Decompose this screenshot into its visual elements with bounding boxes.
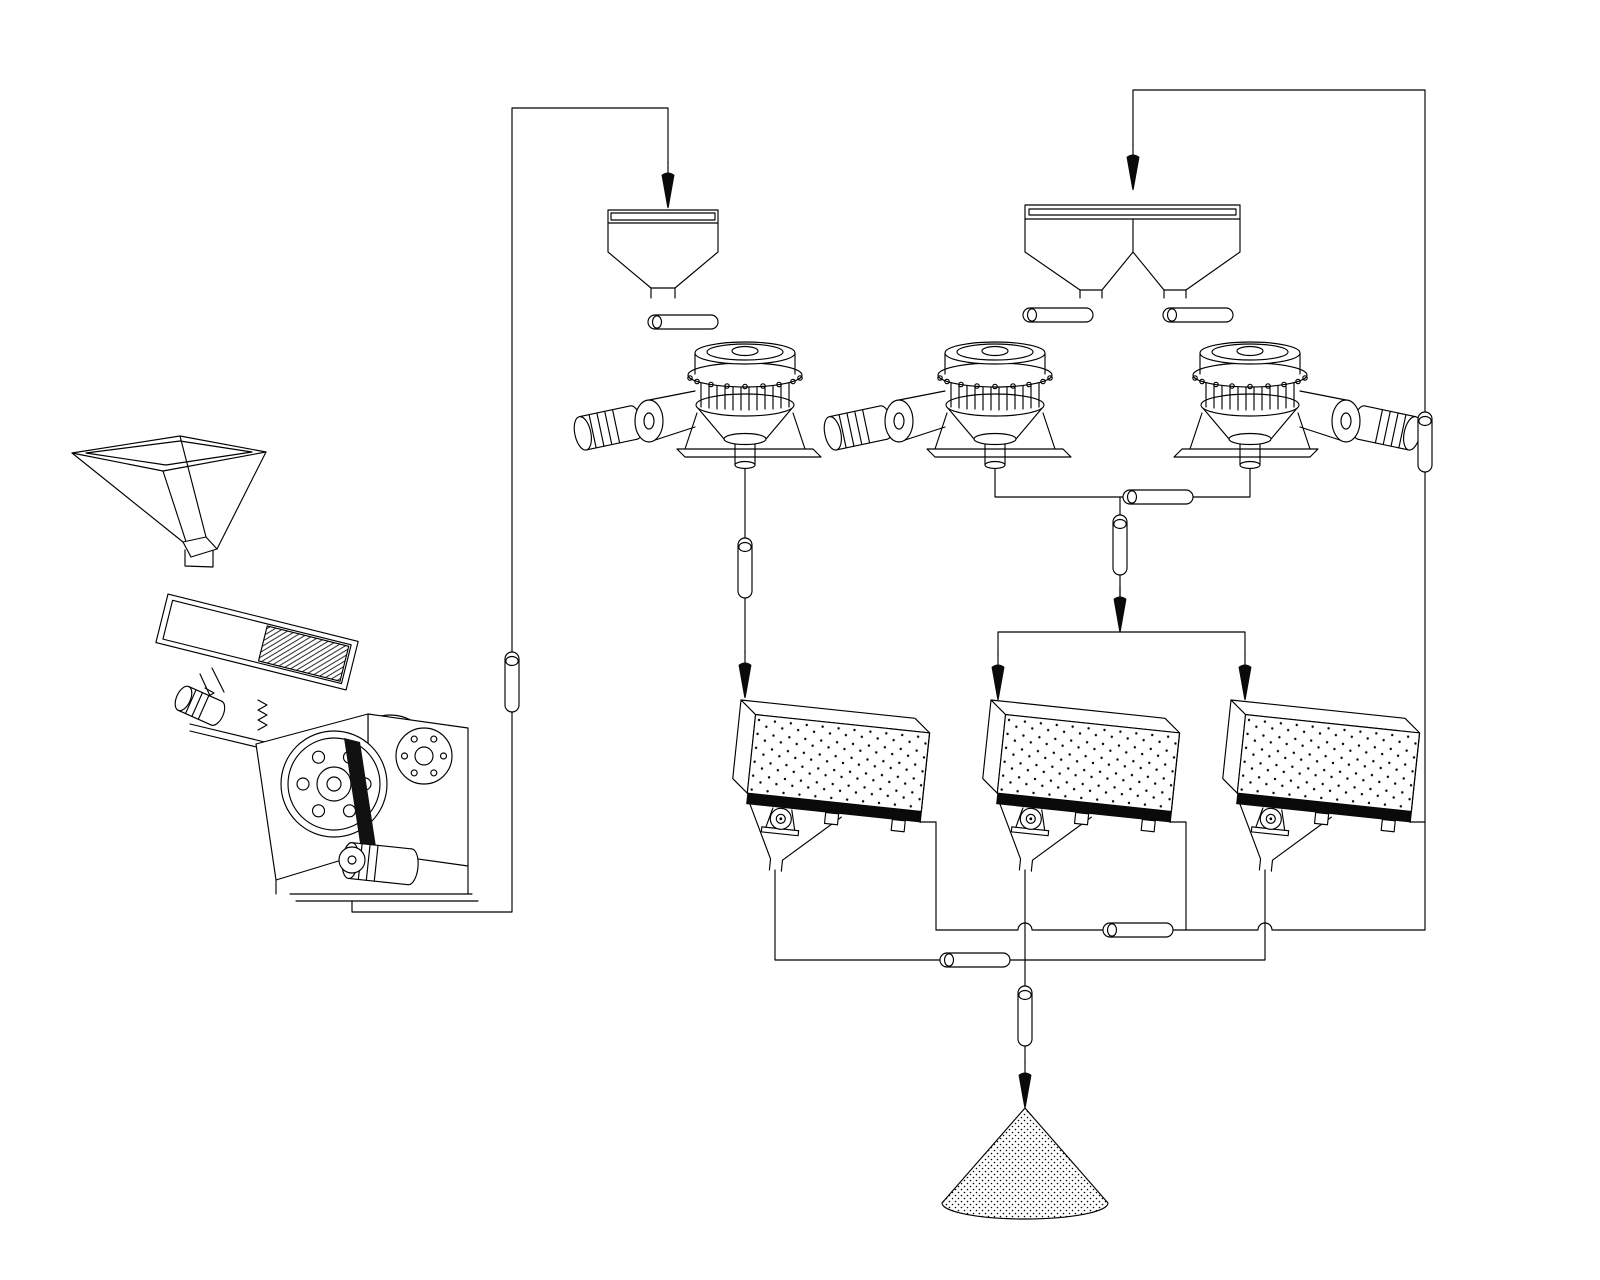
belt-conveyor-cone-collect — [1122, 489, 1194, 505]
belt-conveyor-jaw-riser — [504, 651, 520, 713]
feeder-spring — [257, 699, 268, 731]
cone-crusher-2 — [820, 341, 1072, 470]
flow-lines — [351, 89, 1426, 1064]
double-surge-bin — [1024, 204, 1241, 299]
cone-crusher-1 — [570, 341, 822, 470]
belt-conveyor-cone23-drop — [1112, 514, 1128, 576]
jaw-crusher — [255, 713, 479, 902]
feeder-vibrator-motor — [174, 685, 226, 726]
grizzly-deck — [257, 625, 350, 682]
belt-conveyor-oversize — [1102, 922, 1174, 938]
belt-conveyor-cone1-drop — [737, 537, 753, 599]
flow-line-screen23-split — [997, 631, 1246, 656]
flow-line-cone23-collect — [994, 466, 1251, 498]
stockpile — [941, 1107, 1109, 1220]
flow-arrow-into-screen3 — [1237, 653, 1253, 701]
drive-belt — [344, 738, 378, 860]
flow-arrow-into-double-bin — [1125, 143, 1141, 191]
flow-line-oversize-collect — [935, 922, 1426, 931]
bearing-housing — [395, 727, 453, 785]
flow-arrow-into-stockpile — [1017, 1061, 1033, 1109]
belt-conveyor-bin1-feeder — [647, 314, 719, 330]
flow-line-recirculation — [1132, 89, 1426, 931]
belt-conveyor-undersize — [939, 952, 1011, 968]
surge-bin — [607, 209, 719, 299]
belt-conveyor-recirculation — [1417, 411, 1433, 473]
flow-line-screen1-oversize — [919, 821, 937, 931]
motor-pulley — [338, 846, 366, 874]
flow-arrow-cone23-drop — [1112, 585, 1128, 633]
vibrating-screen-3 — [1213, 699, 1422, 886]
vibrating-screen-1 — [723, 699, 932, 886]
vibrating-feeder — [155, 593, 359, 758]
belt-conveyor-bin2-feeder-right — [1162, 307, 1234, 323]
flow-line-screen2-oversize — [1169, 821, 1187, 931]
belt-conveyor-bin2-feeder-left — [1022, 307, 1094, 323]
belt-conveyor-stockpile-drop — [1017, 985, 1033, 1047]
vibrating-screen-2 — [973, 699, 1182, 886]
flow-line-jaw-to-surge-bin — [351, 107, 669, 913]
cone-crusher-3 — [1173, 341, 1425, 470]
flow-arrow-into-screen2 — [990, 653, 1006, 701]
flow-arrow-into-surge-bin — [660, 161, 676, 209]
feed-hopper — [71, 435, 267, 568]
flow-arrow-into-screen1 — [737, 651, 753, 699]
